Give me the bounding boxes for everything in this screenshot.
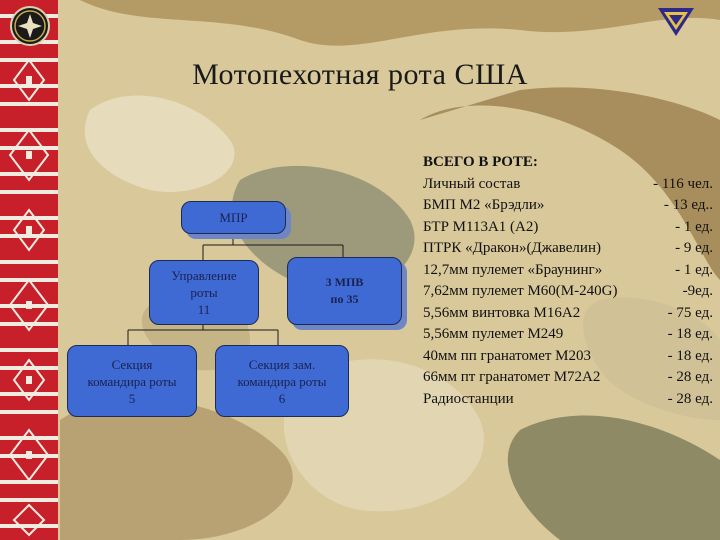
summary-row: БТР М113А1 (А2) - 1 ед. xyxy=(423,217,713,239)
summary-item-value: - 9 ед. xyxy=(675,240,713,256)
org-node-line: 6 xyxy=(278,390,286,406)
summary-row: 5,56мм пулемет М249 - 18 ед. xyxy=(423,324,713,346)
summary-item-value: - 1 ед. xyxy=(675,218,713,235)
summary-item-name: БТР М113А1 (А2) xyxy=(423,218,539,235)
summary-item-name: 12,7мм пулемет «Браунинг» xyxy=(423,261,603,278)
summary-item-name: 7,62мм пулемет М60(М-240G) xyxy=(423,283,618,299)
summary-row: ПТРК «Дракон»(Джавелин) - 9 ед. xyxy=(423,238,713,260)
org-node-label: МПР xyxy=(219,210,248,225)
summary-item-name: ПТРК «Дракон»(Джавелин) xyxy=(423,240,601,256)
org-node-line: Управление xyxy=(171,268,237,283)
summary-item-name: 5,56мм пулемет М249 xyxy=(423,326,564,342)
summary-row: 40мм пп гранатомет М203 - 18 ед. xyxy=(423,346,713,368)
summary-item-value: - 28 ед. xyxy=(667,390,713,407)
summary-item-value: -9ед. xyxy=(682,283,713,299)
summary-heading: ВСЕГО В РОТЕ: xyxy=(423,154,538,170)
org-node-line: роты xyxy=(190,285,218,300)
summary-row: 7,62мм пулемет М60(М-240G) -9ед. xyxy=(423,281,713,303)
org-node-line: командира роты xyxy=(87,373,177,389)
summary-item-name: 5,56мм винтовка М16А2 xyxy=(423,304,581,321)
page-title: Мотопехотная рота США xyxy=(192,58,528,91)
summary-row: БМП М2 «Брэдли» - 13 ед.. xyxy=(423,195,713,217)
summary-item-value: - 18 ед. xyxy=(667,347,713,364)
company-summary: ВСЕГО В РОТЕ: Личный состав - 116 чел. БМ… xyxy=(423,152,713,410)
summary-item-value: - 28 ед. xyxy=(667,369,713,385)
summary-item-name: Личный состав xyxy=(423,175,521,192)
org-node-line: по 35 xyxy=(330,292,359,306)
summary-row: 66мм пт гранатомет М72А2 - 28 ед. xyxy=(423,367,713,389)
ornamental-band xyxy=(0,0,58,540)
summary-row: Личный состав - 116 чел. xyxy=(423,174,713,196)
org-node-section-deputy: Секция зам. командира роты 6 xyxy=(215,345,349,417)
org-node-line: 11 xyxy=(197,302,211,317)
summary-item-value: - 1 ед. xyxy=(675,261,713,278)
summary-row: 12,7мм пулемет «Браунинг» - 1 ед. xyxy=(423,260,713,282)
summary-item-value: - 18 ед. xyxy=(667,326,713,342)
cross-emblem-icon xyxy=(10,6,50,46)
org-node-line: 5 xyxy=(128,390,136,406)
summary-item-value: - 116 чел. xyxy=(653,175,713,192)
summary-item-name: Радиостанции xyxy=(423,390,514,407)
summary-item-name: 40мм пп гранатомет М203 xyxy=(423,347,592,364)
summary-item-name: 66мм пт гранатомет М72А2 xyxy=(423,369,601,385)
chevron-logo-icon xyxy=(658,8,694,36)
org-node-section-commander: Секция командира роты 5 xyxy=(67,345,197,417)
org-node-root: МПР xyxy=(181,201,286,234)
org-node-line: Секция xyxy=(111,356,153,372)
summary-item-name: БМП М2 «Брэдли» xyxy=(423,197,545,213)
org-node-line: 3 МПВ xyxy=(325,275,364,289)
summary-item-value: - 75 ед. xyxy=(667,304,713,321)
summary-row: Радиостанции - 28 ед. xyxy=(423,389,713,411)
org-node-platoons: 3 МПВ по 35 xyxy=(287,257,402,325)
org-node-line: Секция зам. xyxy=(248,356,316,372)
org-node-line: командира роты xyxy=(237,373,327,389)
org-node-management: Управление роты 11 xyxy=(149,260,259,325)
summary-row: 5,56мм винтовка М16А2 - 75 ед. xyxy=(423,303,713,325)
summary-item-value: - 13 ед.. xyxy=(663,197,713,213)
